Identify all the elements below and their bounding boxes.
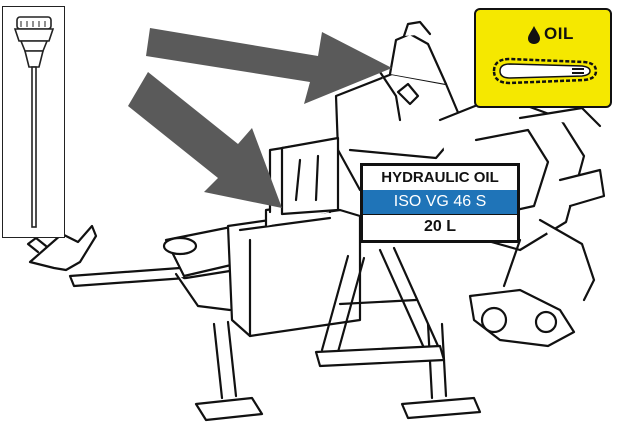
oil-label-grade: ISO VG 46 S [363,190,517,214]
chain-oil-badge: OIL [474,8,612,108]
dipstick-inset [2,6,65,238]
oil-badge-text: OIL [544,24,574,44]
arrow-to-hydraulic-tank-icon [128,72,282,208]
hydraulic-oil-label: HYDRAULIC OIL ISO VG 46 S 20 L [360,163,520,243]
dipstick-icon [3,7,64,237]
oil-label-title: HYDRAULIC OIL [363,166,517,190]
oil-label-volume: 20 L [363,214,517,239]
oil-drop-icon [526,25,542,45]
chainsaw-bar-icon [492,54,598,88]
